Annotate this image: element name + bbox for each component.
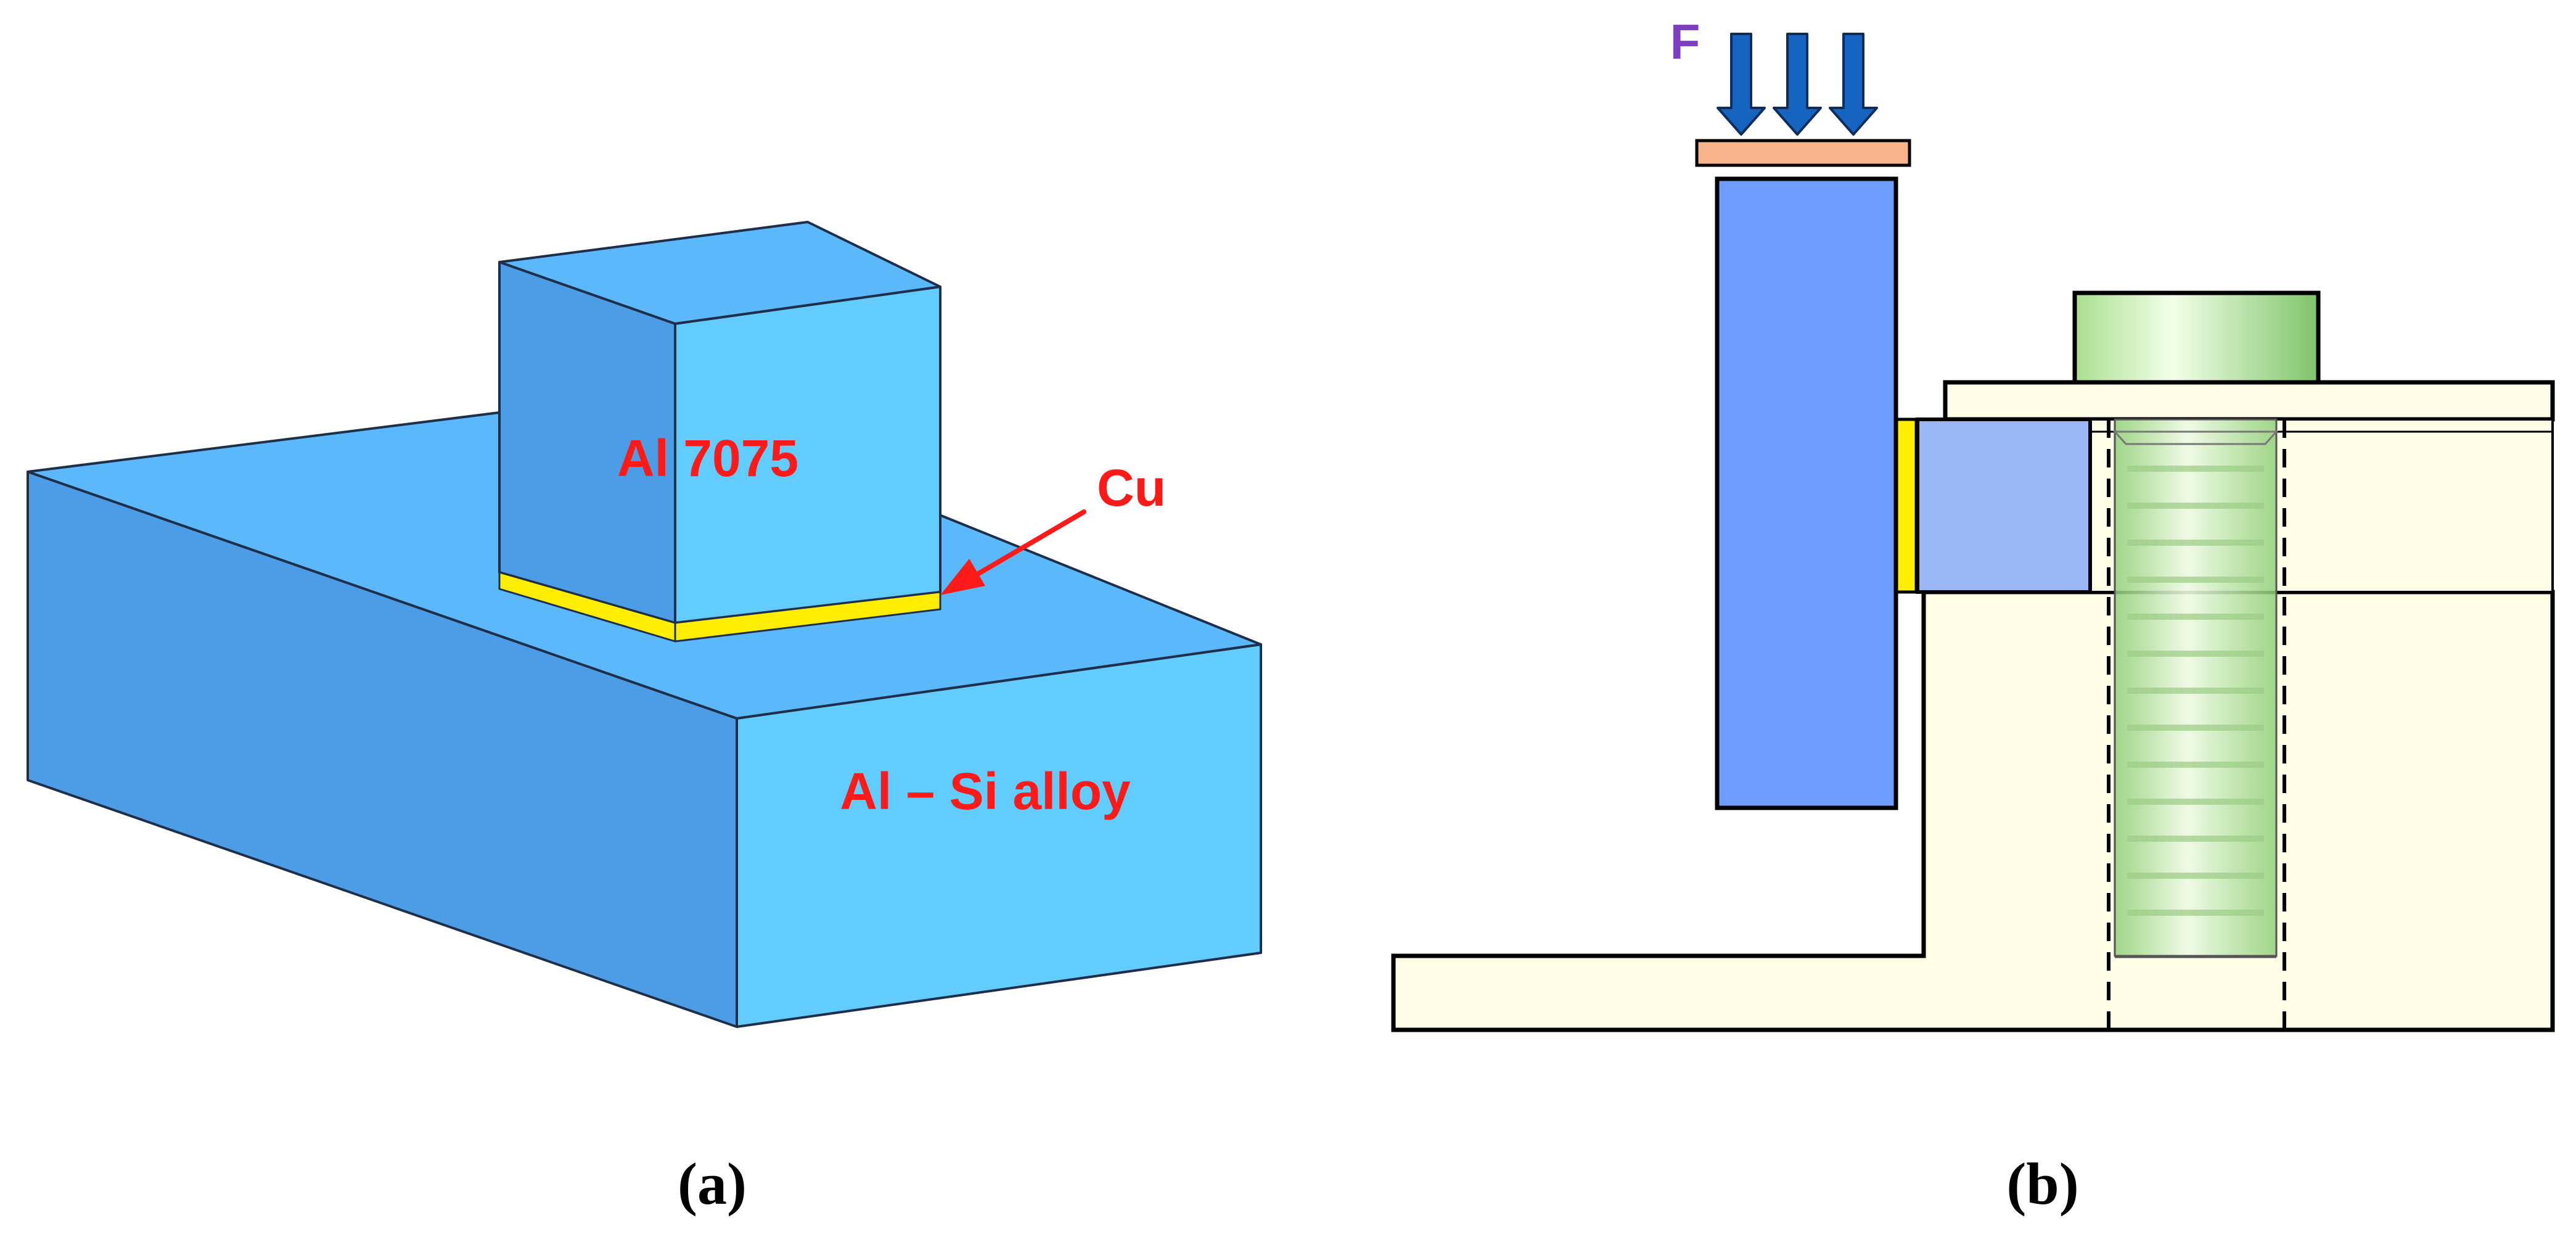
bolt-threads xyxy=(2127,466,2264,916)
upper-block-al7075 xyxy=(498,221,941,624)
upper-block-label: Al 7075 xyxy=(617,429,798,487)
interlayer-pointer-arrow xyxy=(940,509,1086,595)
specimen-block xyxy=(1916,418,2092,594)
force-arrow-1 xyxy=(1717,33,1766,136)
panel-a: Al 7075 Cu Al – Si alloy (a) xyxy=(27,221,1262,1217)
bolt-hole-hidden-lines xyxy=(2107,419,2286,1030)
force-arrows xyxy=(1717,33,1878,136)
force-arrow-3 xyxy=(1829,33,1878,136)
panel-a-caption: (a) xyxy=(678,1151,747,1217)
fixture-base xyxy=(1391,590,2555,1032)
base-block-right-face xyxy=(736,643,1262,1028)
panel-b-caption: (b) xyxy=(2006,1151,2078,1217)
copper-interlayer xyxy=(498,571,941,643)
force-label: F xyxy=(1670,14,1700,69)
force-arrow-2 xyxy=(1773,33,1822,136)
clamp-plate-upper xyxy=(1943,380,2555,422)
pressure-plate xyxy=(1695,139,1911,167)
copper-layer-right xyxy=(674,591,941,643)
base-block-label: Al – Si alloy xyxy=(840,762,1131,820)
interlayer-label: Cu xyxy=(1097,459,1166,517)
bolt-head xyxy=(2072,290,2321,385)
punch-bar xyxy=(1715,176,1898,810)
panel-b: F (b) xyxy=(1391,14,2555,1217)
bolt-thread-chamfer xyxy=(2112,430,2279,445)
